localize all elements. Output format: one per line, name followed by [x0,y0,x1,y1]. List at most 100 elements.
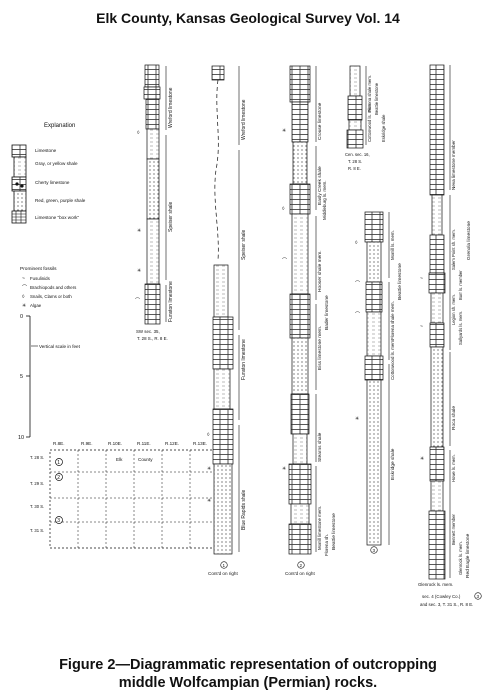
unit-label: Beattie limestone [397,263,403,300]
figure-caption: Figure 2—Diagrammatic representation of … [0,656,496,692]
legend-limestone: Limestone [35,148,57,153]
range-label: R.12E. [165,441,179,446]
fossil-label: Fusulinids [30,276,51,281]
unit-label: Burr ls. member [458,270,463,300]
limestone-swatch [11,144,27,158]
unit-label: Eskridge shale [390,448,396,480]
algae-icon: ✳ [207,498,211,504]
legend-cherty: Cherty limestone [35,180,70,185]
unit-label: Speiser shale [168,201,174,232]
unit-label: Legion sh. mem. [451,294,456,325]
unit-label: Easly Creek shale [317,166,323,205]
brachiopod-icon: ⌒ [282,258,287,264]
snail-icon: ◊ [282,206,285,212]
snail-icon: ◊ [137,130,140,136]
continued-label: Cont'd on right [208,571,238,576]
map-marker: 2 [57,475,60,481]
location-label: SW sec. 35, [136,329,160,334]
algae-icon: ✳ [355,416,359,422]
algae-icon: ✳ [137,268,141,274]
unit-label: Roca shale [451,406,457,430]
algae-icon: ✳ [137,228,141,234]
township-label: T. 30 S. [30,504,44,509]
brachiopod-icon: ⌒ [135,298,140,304]
column-marker: 1 [223,563,226,568]
fusulinid-icon: ~ [22,276,25,282]
unit-label: Beattie limestone [331,513,337,550]
fossil-label: Snails, Clams or both [30,294,72,299]
continued-label: Cont'd on right [285,571,315,576]
fossil-label: Brachiopods and others [30,285,77,290]
continued-label: Glenrock ls. mem. [418,582,453,587]
location-label: T. 28 S. [348,159,362,164]
unit-label: Speiser shale [241,229,247,260]
unit-label: Cottonwood ls. mem. [390,339,395,380]
township-label: T. 28 S. [30,455,44,460]
fossils-title: Prominent fossils [20,266,57,272]
shale-swatch [13,156,27,178]
county-label: County [138,457,153,462]
unit-label: Grenola limestone [466,221,472,260]
vertical-scale: 0 5 10 Vertical scale in feet [18,314,81,441]
algae-icon: ✳ [207,466,211,472]
unit-label: Funston limestone [241,339,247,380]
unit-label: Bader limestone [324,295,330,330]
section-column-2: Wreford limestone Speiser shale Funston … [207,65,247,576]
township-label: T. 31 S. [30,528,44,533]
range-label: R.11E. [137,441,151,446]
unit-label: Hooser shale mem. [317,250,323,292]
section-column-4-top: Florena shale mem. Cottonwood ls. mem. B… [345,65,386,171]
algae-icon: ✳ [420,456,424,462]
unit-label: Glenrock ls. mem. [458,541,463,575]
unit-label: Funston limestone [168,281,174,322]
algae-icon: ✳ [282,466,286,472]
index-map: R.8E. R.9E. R.10E. R.11E. R.12E. R.13E. … [30,441,221,549]
unit-label: Beattie limestone [374,82,379,115]
fusulinid-icon: ~ [420,324,423,330]
location-label: T. 28 S., R. 8 E. [137,336,168,341]
snail-icon: ◊ [355,240,358,246]
unit-label: Howe ls. mem. [451,454,456,482]
section-column-1: Wreford limestone Speiser shale Funston … [135,64,174,341]
section-column-5: Neva limestone member Grenola limestone … [418,64,482,607]
location-label: R. 8 E. [348,166,361,171]
unit-label: Crouse limestone [317,102,323,140]
unit-label: Blue Rapids shale [241,489,247,530]
brachiopod-icon: ⌒ [355,281,360,287]
scale-tick: 0 [20,314,23,320]
legend-boxwork: Limestone "box work" [35,215,79,220]
range-label: R.9E. [81,441,93,446]
caption-line-2: middle Wolfcampian (Permian) rocks. [118,675,378,691]
unit-label: Sallyards ls. mem. [458,311,463,345]
scale-tick: 5 [20,374,23,380]
unit-label: Eskridge shale [381,114,386,142]
scale-tick: 10 [18,435,24,441]
unit-label: Florena sh. [324,534,329,556]
unit-label: Cottonwood ls. mem. [367,103,372,142]
column-marker: 3 [373,548,376,553]
scale-label: Vertical scale in feet [39,344,81,349]
cherty-limestone-swatch [11,176,27,192]
brachiopod-icon: ⌒ [22,285,27,291]
fossil-label: Algae [30,303,42,308]
red-shale-swatch [13,190,27,212]
section-column-3: Crouse limestone Easly Creek shale Middl… [282,65,337,576]
snail-icon: ◊ [207,432,210,438]
unit-label: Florena shale mem. [390,301,395,340]
unit-label: Salem Point sh. mem. [451,229,456,270]
range-label: R.13E. [193,441,207,446]
unit-label: Eiss limestone mem. [317,326,323,370]
explanation-title: Explanation [44,123,75,129]
brachiopod-icon: ⌒ [355,312,360,318]
fusulinid-icon: ~ [420,276,423,282]
column-marker: 3 [477,594,480,599]
map-marker: 3 [57,518,60,524]
legend-red-shale: Red, green, purple shale [35,198,86,203]
explanation-legend: Explanation Limestone Gray, or yellow sh… [11,123,86,441]
range-label: R.10E. [108,441,122,446]
location-label: Cen. sec. 16, [345,152,370,157]
unit-label: Wreford limestone [241,99,247,140]
fossil-list: ~ Fusulinids ⌒ Brachiopods and others ◊ … [22,276,77,309]
unit-label: Middleburg ls. mem. [322,180,327,220]
county-label: Elk [116,457,123,462]
